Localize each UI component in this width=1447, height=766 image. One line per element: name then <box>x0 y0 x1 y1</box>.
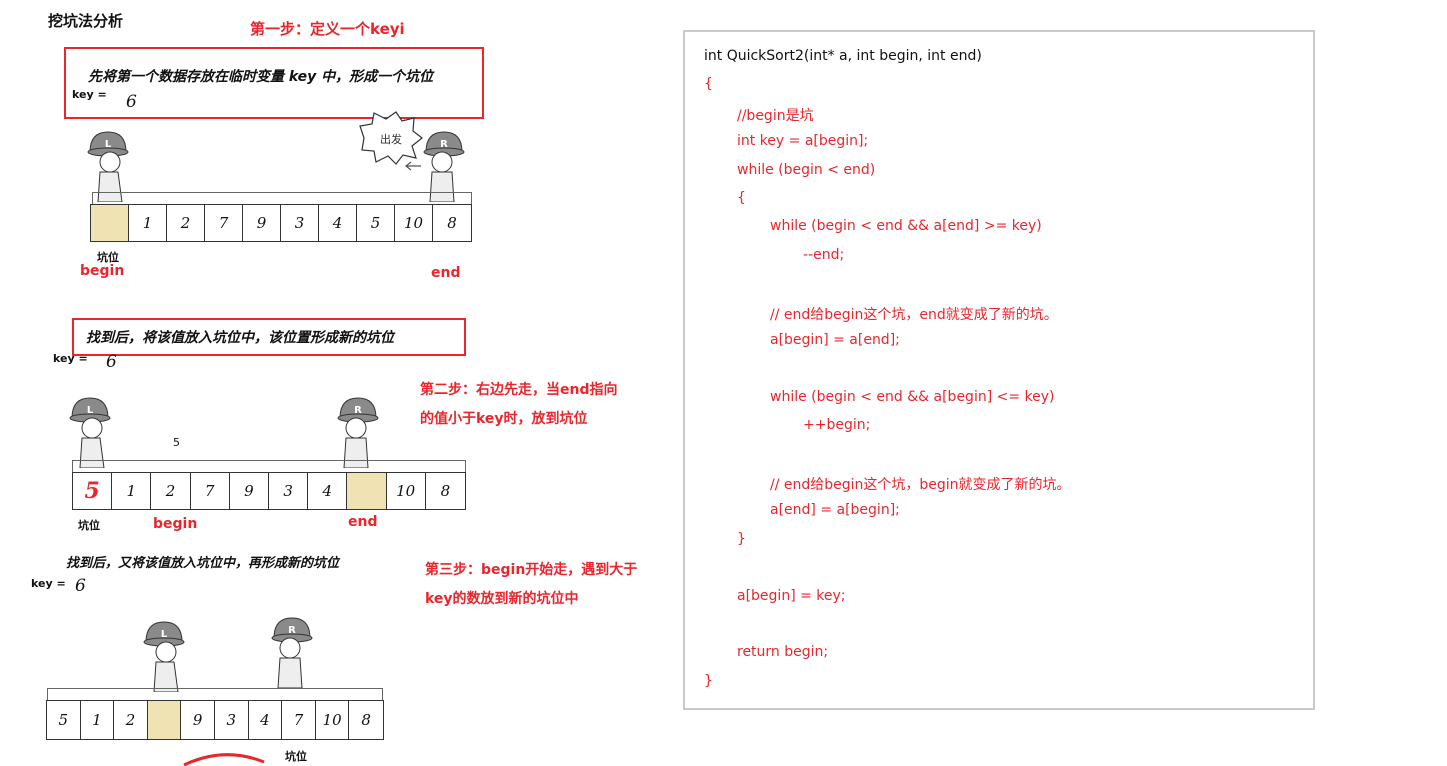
code-line: a[begin] = a[end]; <box>770 332 900 348</box>
array-cell: 3 <box>215 701 249 739</box>
code-line: // end给begin这个坑，begin就变成了新的坑。 <box>770 477 1071 493</box>
character-r-icon: R <box>423 131 465 202</box>
step2-floating-value: 5 <box>173 436 180 449</box>
array-cell: 4 <box>308 473 348 509</box>
array-cell: 4 <box>249 701 283 739</box>
step3-box-text: 找到后，又将该值放入坑位中，再形成新的坑位 <box>66 556 340 571</box>
array-cell: 8 <box>447 214 457 232</box>
arrow-left-icon <box>405 161 421 171</box>
code-line: //begin是坑 <box>737 107 814 124</box>
code-line: a[begin] = key; <box>737 587 846 604</box>
character-r-icon: R <box>271 617 313 688</box>
code-line: // end给begin这个坑，end就变成了新的坑。 <box>770 306 1058 323</box>
svg-text:R: R <box>288 625 296 636</box>
svg-text:L: L <box>105 139 112 150</box>
step1-end-label: end <box>431 265 461 281</box>
step3-label: 第三步：begin开始走，遇到大于 key的数放到新的坑位中 <box>425 556 637 614</box>
step3-key-value: 6 <box>75 576 86 596</box>
step2-label-line1: 第二步：右边先走，当end指向 <box>420 382 618 398</box>
array-cell: 5 <box>357 205 395 241</box>
character-l-icon: L <box>143 621 185 692</box>
array-cell: 1 <box>112 473 152 509</box>
array-cell: 7 <box>191 473 230 509</box>
array-cell: 10 <box>316 701 350 739</box>
speech-text: 出发 <box>380 132 402 146</box>
step2-key-value: 6 <box>106 352 117 372</box>
code-line: } <box>737 530 746 547</box>
step1-box <box>64 47 484 119</box>
code-line: a[end] = a[begin]; <box>770 502 900 519</box>
step1-begin-label: begin <box>80 263 125 279</box>
step3-key-label: key = <box>31 577 66 590</box>
array-cell: 2 <box>114 701 148 739</box>
step2-array-top <box>72 460 466 473</box>
svg-text:L: L <box>87 405 94 416</box>
array-cell: 3 <box>269 473 309 509</box>
step2-begin-label: begin <box>153 516 198 532</box>
step2-key-label: key = <box>53 352 88 365</box>
step2-label: 第二步：右边先走，当end指向 的值小于key时，放到坑位 <box>420 376 617 434</box>
array-cell: 9 <box>181 701 215 739</box>
array-cell: 5 <box>47 701 81 739</box>
code-line: while (begin < end && a[end] >= key) <box>770 218 1042 235</box>
step1-key-value: 6 <box>126 92 137 112</box>
array-cell: 8 <box>361 711 371 729</box>
code-line: ++begin; <box>803 417 871 434</box>
step2-label-line2: 的值小于key时，放到坑位 <box>420 411 588 427</box>
red-arc-mark <box>183 753 265 766</box>
speech-bubble-icon: 出发 <box>359 111 423 165</box>
step3-array-top <box>47 688 383 701</box>
code-block: int QuickSort2(int* a, int begin, int en… <box>704 48 1304 698</box>
code-line: return begin; <box>737 644 829 661</box>
character-l-icon: L <box>87 131 129 202</box>
code-line: --end; <box>803 246 845 263</box>
code-line: } <box>704 672 713 689</box>
array-cell: 9 <box>243 205 281 241</box>
step1-key-label: key = <box>72 88 107 101</box>
character-r-icon: R <box>337 397 379 468</box>
pit-cell <box>91 205 129 241</box>
array-cell: 10 <box>395 205 433 241</box>
array-cell: 5 <box>73 473 113 509</box>
array-cell: 7 <box>205 205 243 241</box>
step3-label-line1: 第三步：begin开始走，遇到大于 <box>425 562 638 578</box>
step3-label-line2: key的数放到新的坑位中 <box>425 591 579 607</box>
array-cell: 7 <box>282 701 316 739</box>
code-line: int key = a[begin]; <box>737 133 869 150</box>
step1-label: 第一步：定义一个keyi <box>250 20 405 38</box>
pit-cell <box>347 473 387 509</box>
character-l-icon: L <box>69 397 111 468</box>
svg-text:L: L <box>161 629 168 640</box>
step2-end-label: end <box>348 514 378 530</box>
code-line: { <box>737 190 746 206</box>
array-cell: 1 <box>129 205 167 241</box>
svg-text:R: R <box>440 139 448 150</box>
array-cell: 9 <box>230 473 269 509</box>
pit-cell <box>147 701 182 739</box>
svg-text:R: R <box>354 405 362 416</box>
step1-box-text: 先将第一个数据存放在临时变量 key 中，形成一个坑位 <box>88 69 434 85</box>
array-cell: 8 <box>440 482 451 500</box>
code-line: while (begin < end && a[begin] <= key) <box>770 388 1055 405</box>
array-cell: 3 <box>281 205 319 241</box>
step2-pit-label: 坑位 <box>78 519 100 532</box>
code-line: while (begin < end) <box>737 161 876 178</box>
code-line: { <box>704 76 713 93</box>
code-panel <box>683 30 1315 710</box>
array-cell: 2 <box>167 205 205 241</box>
array-cell: 2 <box>151 473 191 509</box>
step2-box-text: 找到后，将该值放入坑位中，该位置形成新的坑位 <box>86 330 394 346</box>
step3-pit-label: 坑位 <box>285 750 307 763</box>
step1-array-top <box>92 192 472 205</box>
step1-pit-label: 坑位 <box>97 251 119 264</box>
array-cell: 1 <box>81 701 115 739</box>
array-cell: 10 <box>387 473 426 509</box>
page-title: 挖坑法分析 <box>48 12 124 30</box>
step2-box <box>72 318 466 356</box>
code-line: int QuickSort2(int* a, int begin, int en… <box>704 48 982 64</box>
array-cell: 4 <box>319 205 357 241</box>
